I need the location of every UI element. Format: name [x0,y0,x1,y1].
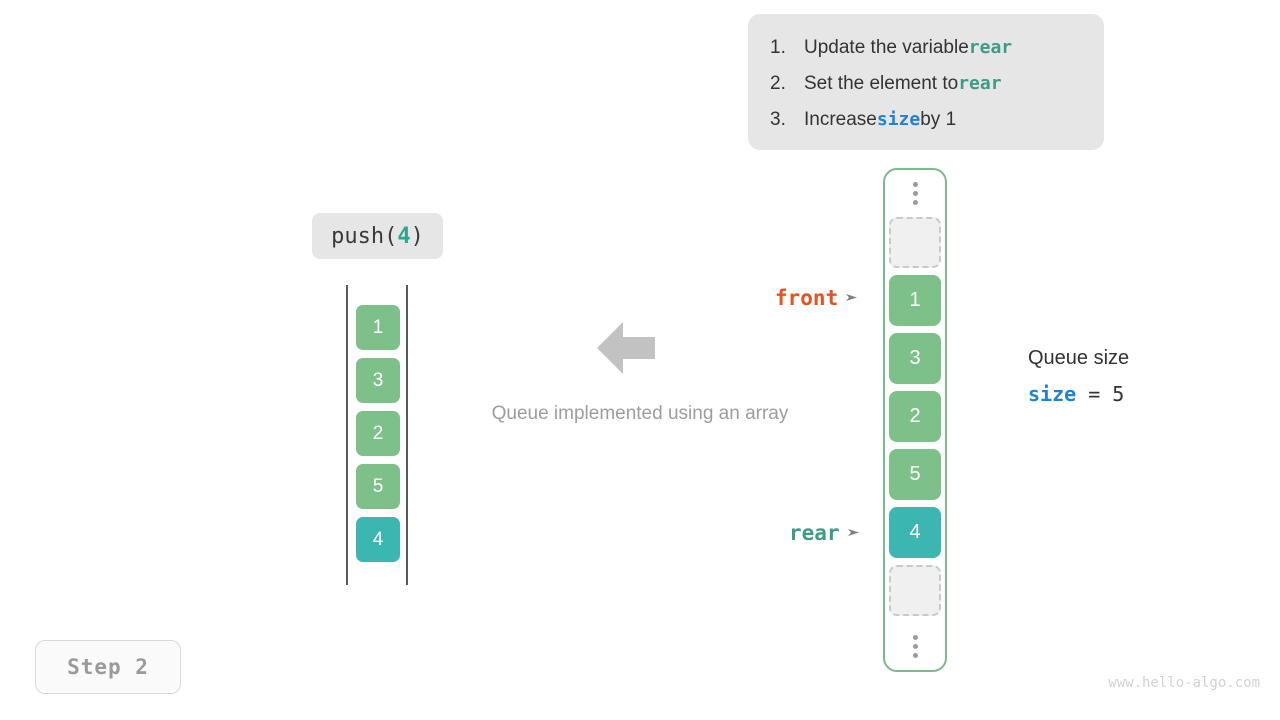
pointer-arrow-icon [846,286,862,310]
queue-cell: 2 [356,411,400,456]
ellipsis-dot [912,191,918,196]
instruction-text: Update the variable [804,37,969,58]
ellipsis-dot [912,200,918,205]
stack-rail-left [346,285,348,585]
watermark: www.hello-algo.com [1108,675,1260,691]
diagram-caption: Queue implemented using an array [491,403,789,424]
ellipsis-dot [912,653,918,658]
instruction-item-2: 2. Set the element to rear [770,66,1084,102]
array-cell-empty [889,217,941,268]
size-variable-name: size [1028,382,1077,406]
instruction-panel: 1. Update the variable rear 2. Set the e… [748,14,1104,150]
queue-size-info: Queue size size = 5 [1028,343,1129,407]
instruction-code-rear: rear [968,37,1013,58]
vertical-ellipsis-icon-top [912,170,918,217]
instruction-code-size: size [876,109,921,130]
instruction-text-post: by 1 [920,109,957,130]
array-cell: 1 [889,275,941,326]
operation-argument: 4 [397,223,411,249]
ellipsis-dot [912,644,918,649]
instruction-number: 1. [770,37,786,58]
queue-cell: 1 [356,305,400,350]
array-cell: 2 [889,391,941,442]
queue-cell: 3 [356,358,400,403]
pointer-rear-label: rear [789,521,840,545]
instruction-text: Increase [804,109,877,130]
operation-close-paren: ) [410,223,424,249]
array-cell-highlighted: 4 [889,507,941,558]
instruction-code-rear: rear [958,73,1002,94]
queue-size-title: Queue size [1028,347,1130,369]
ellipsis-dot [912,182,918,187]
operation-label: push(4) [312,213,443,259]
size-value: = 5 [1076,382,1125,406]
ellipsis-dot [912,635,918,640]
pointer-front-label: front [775,286,839,310]
pointer-rear: rear [789,521,864,545]
array-cell: 3 [889,333,941,384]
arrow-left-icon [597,320,655,376]
instruction-item-3: 3. Increase size by 1 [770,102,1084,138]
instruction-number: 3. [770,109,786,130]
array-cell: 5 [889,449,941,500]
instruction-text: Set the element to [804,73,959,94]
pointer-front: front [775,286,862,310]
instruction-item-1: 1. Update the variable rear [770,30,1084,66]
step-badge: Step 2 [35,640,181,694]
queue-cell-highlighted: 4 [356,517,400,562]
queue-size-expression: size = 5 [1028,381,1129,407]
instruction-number: 2. [770,73,786,94]
queue-conceptual-view: 1 3 2 5 4 [340,285,412,585]
array-container: 1 3 2 5 4 [883,168,947,672]
queue-cell: 5 [356,464,400,509]
stack-rail-right [406,285,408,585]
pointer-arrow-icon [847,521,864,545]
operation-name: push( [331,223,398,249]
vertical-ellipsis-icon-bottom [912,623,918,670]
array-cell-empty [889,565,941,616]
queue-conceptual-cells: 1 3 2 5 4 [356,305,400,570]
